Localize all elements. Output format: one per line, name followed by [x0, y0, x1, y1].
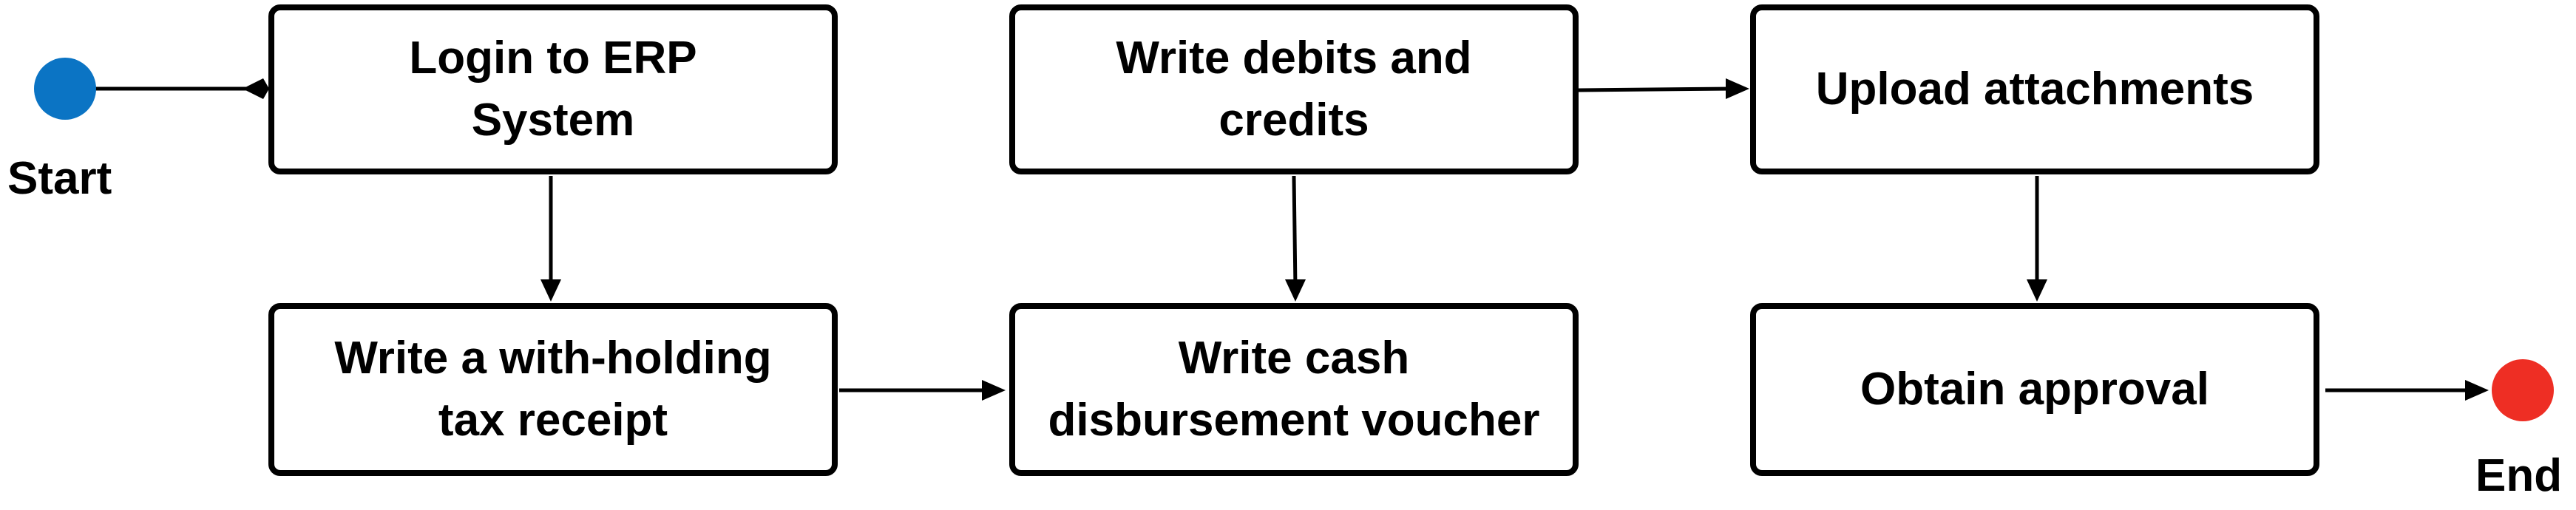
step-debits-line-2: credits [1218, 95, 1369, 146]
end-node [2492, 359, 2554, 421]
arrowhead-login-to-withholding [540, 279, 561, 302]
end-label: End [2475, 450, 2563, 501]
step-login-line-2: System [471, 95, 635, 146]
arrow-debits-to-upload [1578, 86, 1735, 92]
arrow-debits-to-voucher [1292, 175, 1298, 289]
step-debits-credits: Write debits and credits [1009, 4, 1579, 174]
step-obtain-approval: Obtain approval [1750, 303, 2319, 476]
arrowhead-upload-to-approval [2027, 279, 2047, 302]
arrowhead-debits-to-voucher [1285, 279, 1306, 302]
step-withholding-receipt: Write a with-holding tax receipt [268, 303, 838, 476]
start-label: Start [7, 153, 112, 204]
step-voucher-line-2: disbursement voucher [1048, 395, 1540, 446]
step-withholding-line-2: tax receipt [438, 395, 668, 446]
step-withholding-line-1: Write a with-holding [334, 333, 772, 384]
step-upload-attachments: Upload attachments [1750, 4, 2319, 174]
arrowhead-approval-to-end [2465, 380, 2489, 401]
step-debits-line-1: Write debits and [1116, 33, 1472, 84]
arrowhead-start-to-login [243, 78, 269, 99]
start-node [34, 58, 96, 120]
step-approval-line-1: Obtain approval [1860, 364, 2209, 415]
step-login: Login to ERP System [268, 4, 838, 174]
arrowhead-debits-to-upload [1726, 78, 1749, 99]
step-voucher-line-1: Write cash [1178, 333, 1410, 384]
step-login-line-1: Login to ERP [409, 33, 697, 84]
arrowhead-withholding-to-voucher [982, 380, 1006, 401]
step-upload-line-1: Upload attachments [1815, 64, 2254, 115]
step-cash-disbursement-voucher: Write cash disbursement voucher [1009, 303, 1579, 476]
